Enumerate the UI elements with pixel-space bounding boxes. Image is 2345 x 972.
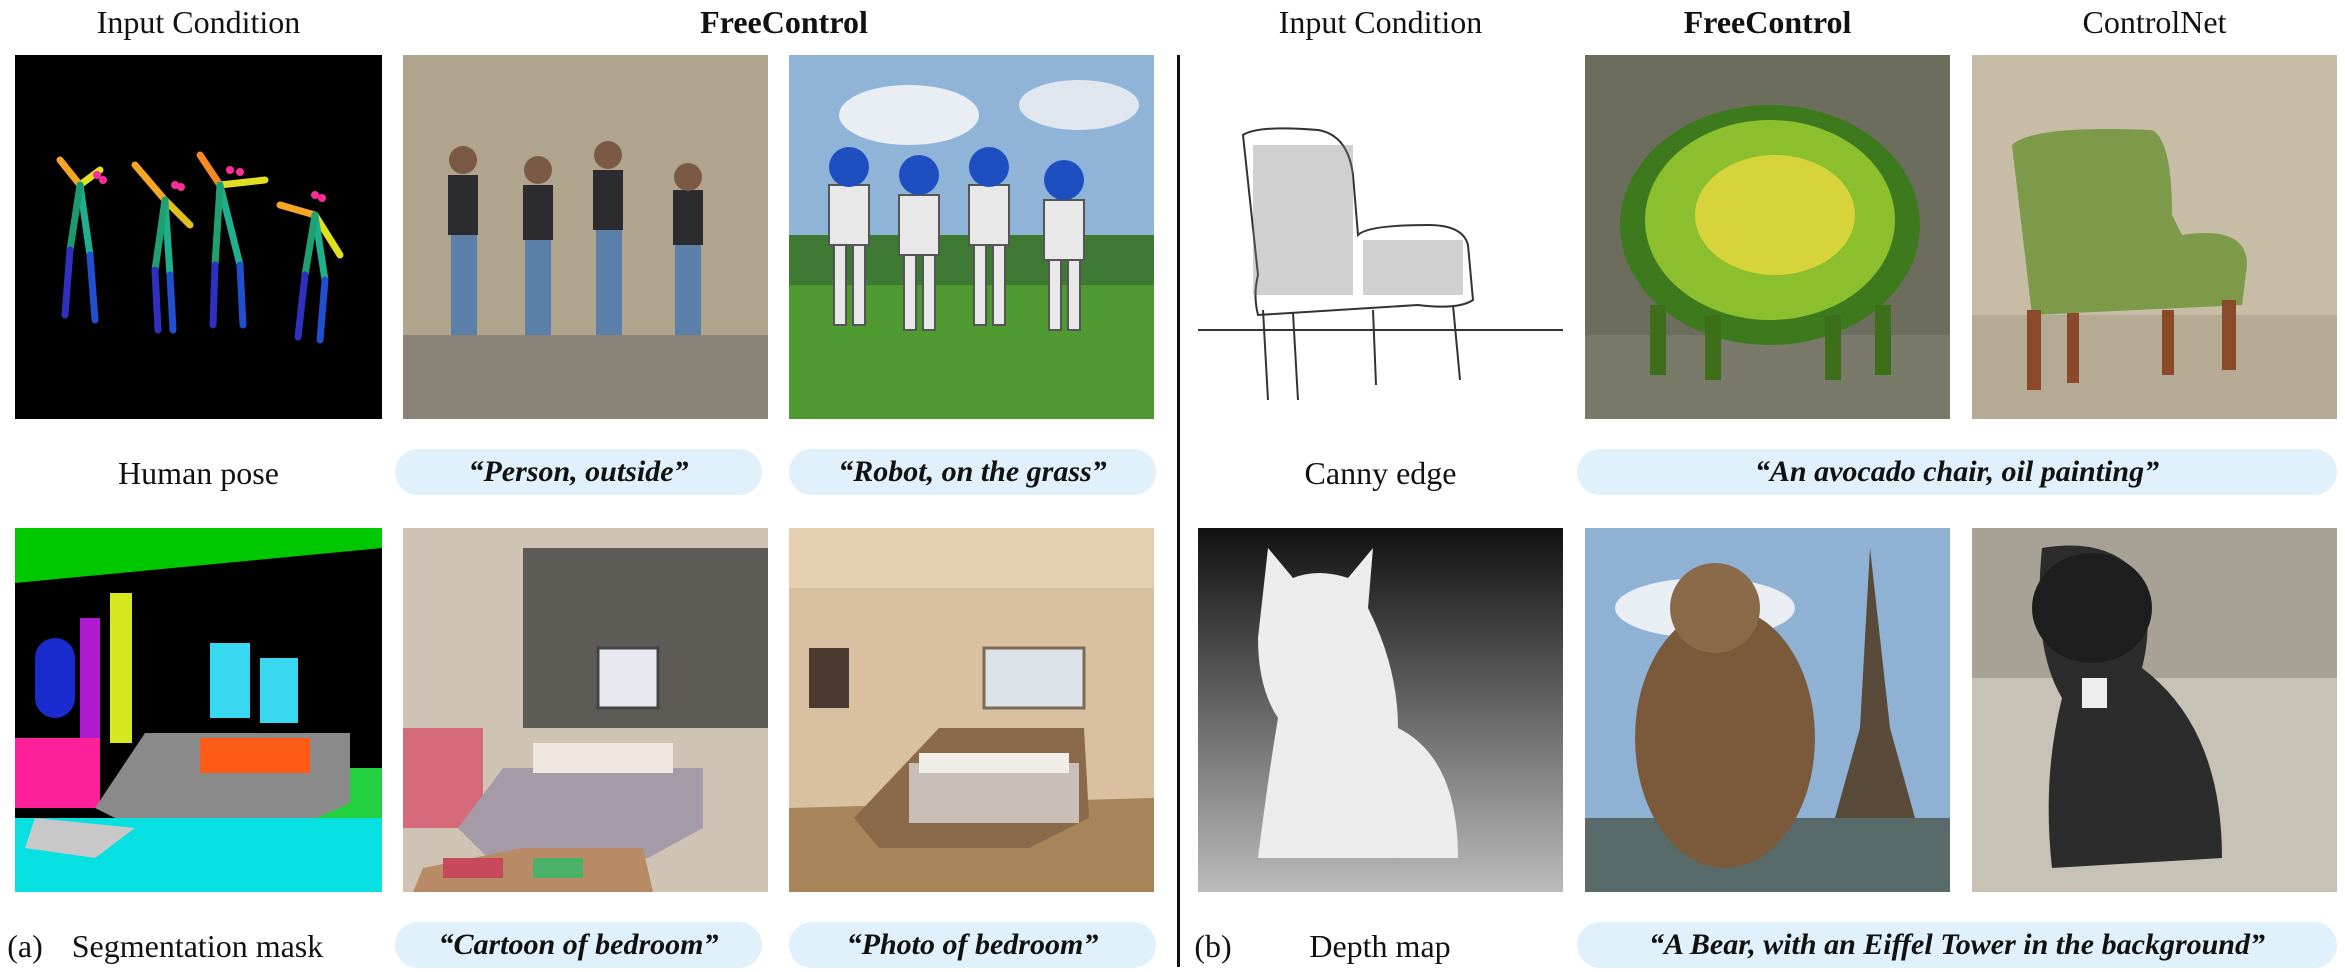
label-depth-map: Depth map xyxy=(1309,928,1451,964)
prompt-bear-eiffel: “A Bear, with an Eiffel Tower in the bac… xyxy=(1577,922,2337,968)
label-segmentation-mask: Segmentation mask xyxy=(71,928,324,964)
freecontrol-avocado-image xyxy=(1585,55,1950,419)
freecontrol-person-image xyxy=(403,55,768,419)
freecontrol-bear-image xyxy=(1585,528,1950,892)
prompt-person-outside: “Person, outside” xyxy=(395,449,762,495)
panel-divider xyxy=(1177,55,1180,967)
prompt-robot-grass: “Robot, on the grass” xyxy=(789,449,1156,495)
pose-condition-image xyxy=(15,55,382,419)
header-input-condition-left: Input Condition xyxy=(96,4,301,40)
controlnet-bear-image xyxy=(1972,528,2337,892)
label-subfigure-b: (b) xyxy=(1194,928,1232,964)
prompt-photo-bedroom: “Photo of bedroom” xyxy=(789,922,1156,968)
freecontrol-photo-bedroom-image xyxy=(789,528,1154,892)
segmentation-condition-image xyxy=(15,528,382,892)
header-controlnet: ControlNet xyxy=(2082,4,2227,40)
prompt-avocado-chair: “An avocado chair, oil painting” xyxy=(1577,449,2337,495)
freecontrol-cartoon-bedroom-image xyxy=(403,528,768,892)
prompt-cartoon-bedroom: “Cartoon of bedroom” xyxy=(395,922,762,968)
freecontrol-robot-image xyxy=(789,55,1154,419)
depth-condition-image xyxy=(1198,528,1563,892)
header-freecontrol-left: FreeControl xyxy=(700,4,868,40)
header-freecontrol-right: FreeControl xyxy=(1683,4,1852,40)
header-input-condition-right: Input Condition xyxy=(1278,4,1483,40)
controlnet-avocado-image xyxy=(1972,55,2337,419)
label-subfigure-a: (a) xyxy=(7,928,43,964)
canny-condition-image xyxy=(1198,55,1563,419)
label-canny-edge: Canny edge xyxy=(1304,455,1457,491)
label-human-pose: Human pose xyxy=(118,455,279,491)
